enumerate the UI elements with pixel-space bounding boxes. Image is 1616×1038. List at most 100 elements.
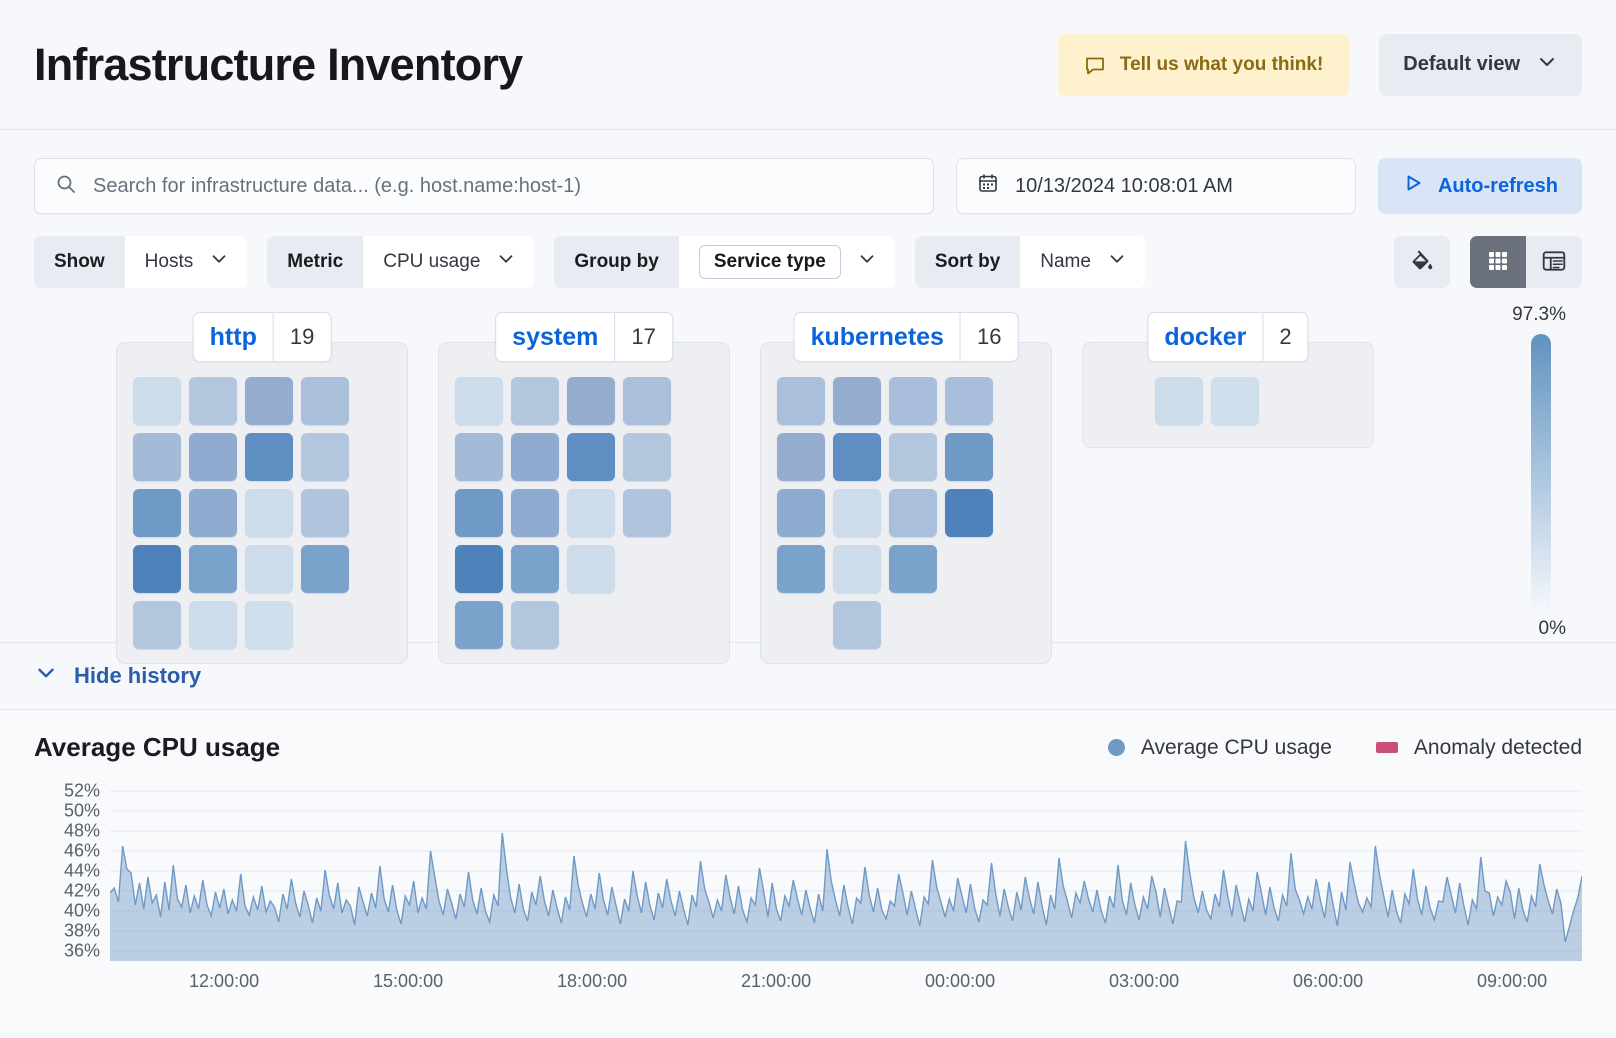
cell-spacer — [623, 545, 671, 593]
page-header: Infrastructure Inventory Tell us what yo… — [0, 0, 1616, 130]
comment-icon — [1084, 54, 1106, 76]
host-cell[interactable] — [455, 433, 503, 481]
hide-history-button[interactable]: Hide history — [34, 661, 201, 691]
host-cell[interactable] — [189, 601, 237, 649]
host-cell[interactable] — [511, 601, 559, 649]
host-cell[interactable] — [945, 433, 993, 481]
host-cell[interactable] — [511, 489, 559, 537]
control-sort-by-value[interactable]: Name — [1020, 236, 1145, 288]
host-cell[interactable] — [623, 433, 671, 481]
group-count: 2 — [1262, 313, 1307, 361]
host-cell[interactable] — [455, 601, 503, 649]
auto-refresh-button[interactable]: Auto-refresh — [1377, 158, 1582, 214]
calendar-icon — [977, 172, 999, 200]
host-cell[interactable] — [777, 545, 825, 593]
search-box[interactable] — [34, 158, 934, 214]
host-cell[interactable] — [889, 377, 937, 425]
grid-view-button[interactable] — [1470, 236, 1526, 288]
host-cell[interactable] — [301, 489, 349, 537]
control-metric-value[interactable]: CPU usage — [363, 236, 535, 288]
y-axis: 52%50%48%46%44%42%40%38%36% — [34, 781, 110, 961]
host-cell[interactable] — [301, 545, 349, 593]
y-tick-label: 36% — [63, 940, 100, 961]
host-cell[interactable] — [245, 489, 293, 537]
host-cell[interactable] — [1211, 377, 1259, 425]
host-cell[interactable] — [245, 601, 293, 649]
host-cell[interactable] — [133, 377, 181, 425]
host-cell[interactable] — [133, 433, 181, 481]
host-cell[interactable] — [511, 433, 559, 481]
x-tick-label: 18:00:00 — [557, 971, 628, 991]
host-cell[interactable] — [301, 377, 349, 425]
control-group-by-label: Group by — [554, 236, 679, 288]
host-cell[interactable] — [777, 377, 825, 425]
legend-color-button[interactable] — [1394, 236, 1450, 288]
y-tick-label: 50% — [63, 800, 100, 821]
host-cell[interactable] — [623, 489, 671, 537]
x-tick-label: 03:00:00 — [1109, 971, 1180, 991]
control-group-by-value[interactable]: Service type — [678, 236, 895, 288]
grid-view-icon — [1486, 249, 1510, 276]
group-body — [438, 342, 730, 664]
host-cell[interactable] — [777, 489, 825, 537]
host-cell[interactable] — [567, 489, 615, 537]
legend-label: Anomaly detected — [1413, 735, 1582, 759]
host-cell[interactable] — [133, 545, 181, 593]
host-cell[interactable] — [301, 433, 349, 481]
host-cell[interactable] — [511, 377, 559, 425]
legend-max-label: 97.3% — [1512, 304, 1566, 325]
legend-item-average-cpu-usage[interactable]: Average CPU usage — [1107, 735, 1332, 760]
host-cell[interactable] — [833, 601, 881, 649]
host-cell[interactable] — [567, 545, 615, 593]
legend-item-anomaly-detected[interactable]: Anomaly detected — [1375, 735, 1582, 760]
host-cell[interactable] — [189, 545, 237, 593]
control-sort-by-text: Name — [1040, 251, 1091, 272]
host-cell[interactable] — [189, 377, 237, 425]
host-cell[interactable] — [511, 545, 559, 593]
plot-wrap: 52%50%48%46%44%42%40%38%36% — [34, 781, 1582, 961]
host-cell[interactable] — [889, 433, 937, 481]
host-cell[interactable] — [455, 545, 503, 593]
legend-marker-rect — [1375, 742, 1398, 753]
legend-label: Average CPU usage — [1140, 735, 1332, 759]
date-picker[interactable]: 10/13/2024 10:08:01 AM — [955, 158, 1356, 214]
feedback-button[interactable]: Tell us what you think! — [1057, 33, 1350, 96]
table-view-button[interactable] — [1526, 236, 1582, 288]
host-cell[interactable] — [833, 489, 881, 537]
host-cell[interactable] — [455, 377, 503, 425]
host-cell[interactable] — [133, 489, 181, 537]
host-cell[interactable] — [1155, 377, 1203, 425]
host-cell[interactable] — [945, 377, 993, 425]
host-cell[interactable] — [189, 489, 237, 537]
host-cell[interactable] — [945, 489, 993, 537]
chart-header: Average CPU usage Average CPU usage Anom… — [34, 732, 1582, 763]
search-input[interactable] — [93, 174, 913, 198]
host-cell[interactable] — [245, 433, 293, 481]
host-cell[interactable] — [567, 433, 615, 481]
control-show-value[interactable]: Hosts — [124, 236, 248, 288]
host-cell[interactable] — [777, 433, 825, 481]
control-metric-text: CPU usage — [383, 251, 481, 272]
host-cell[interactable] — [567, 377, 615, 425]
host-cell[interactable] — [833, 433, 881, 481]
host-cell[interactable] — [833, 545, 881, 593]
host-cell[interactable] — [189, 433, 237, 481]
feedback-label: Tell us what you think! — [1119, 53, 1324, 75]
host-cell[interactable] — [889, 489, 937, 537]
host-cell[interactable] — [455, 489, 503, 537]
default-view-label: Default view — [1403, 53, 1520, 75]
host-cell[interactable] — [133, 601, 181, 649]
default-view-button[interactable]: Default view — [1379, 33, 1582, 96]
host-cell[interactable] — [245, 377, 293, 425]
host-cell[interactable] — [623, 377, 671, 425]
host-cell[interactable] — [833, 377, 881, 425]
plot-area — [110, 781, 1582, 961]
host-cell[interactable] — [245, 545, 293, 593]
group-name: system — [512, 322, 599, 351]
host-cell[interactable] — [889, 545, 937, 593]
